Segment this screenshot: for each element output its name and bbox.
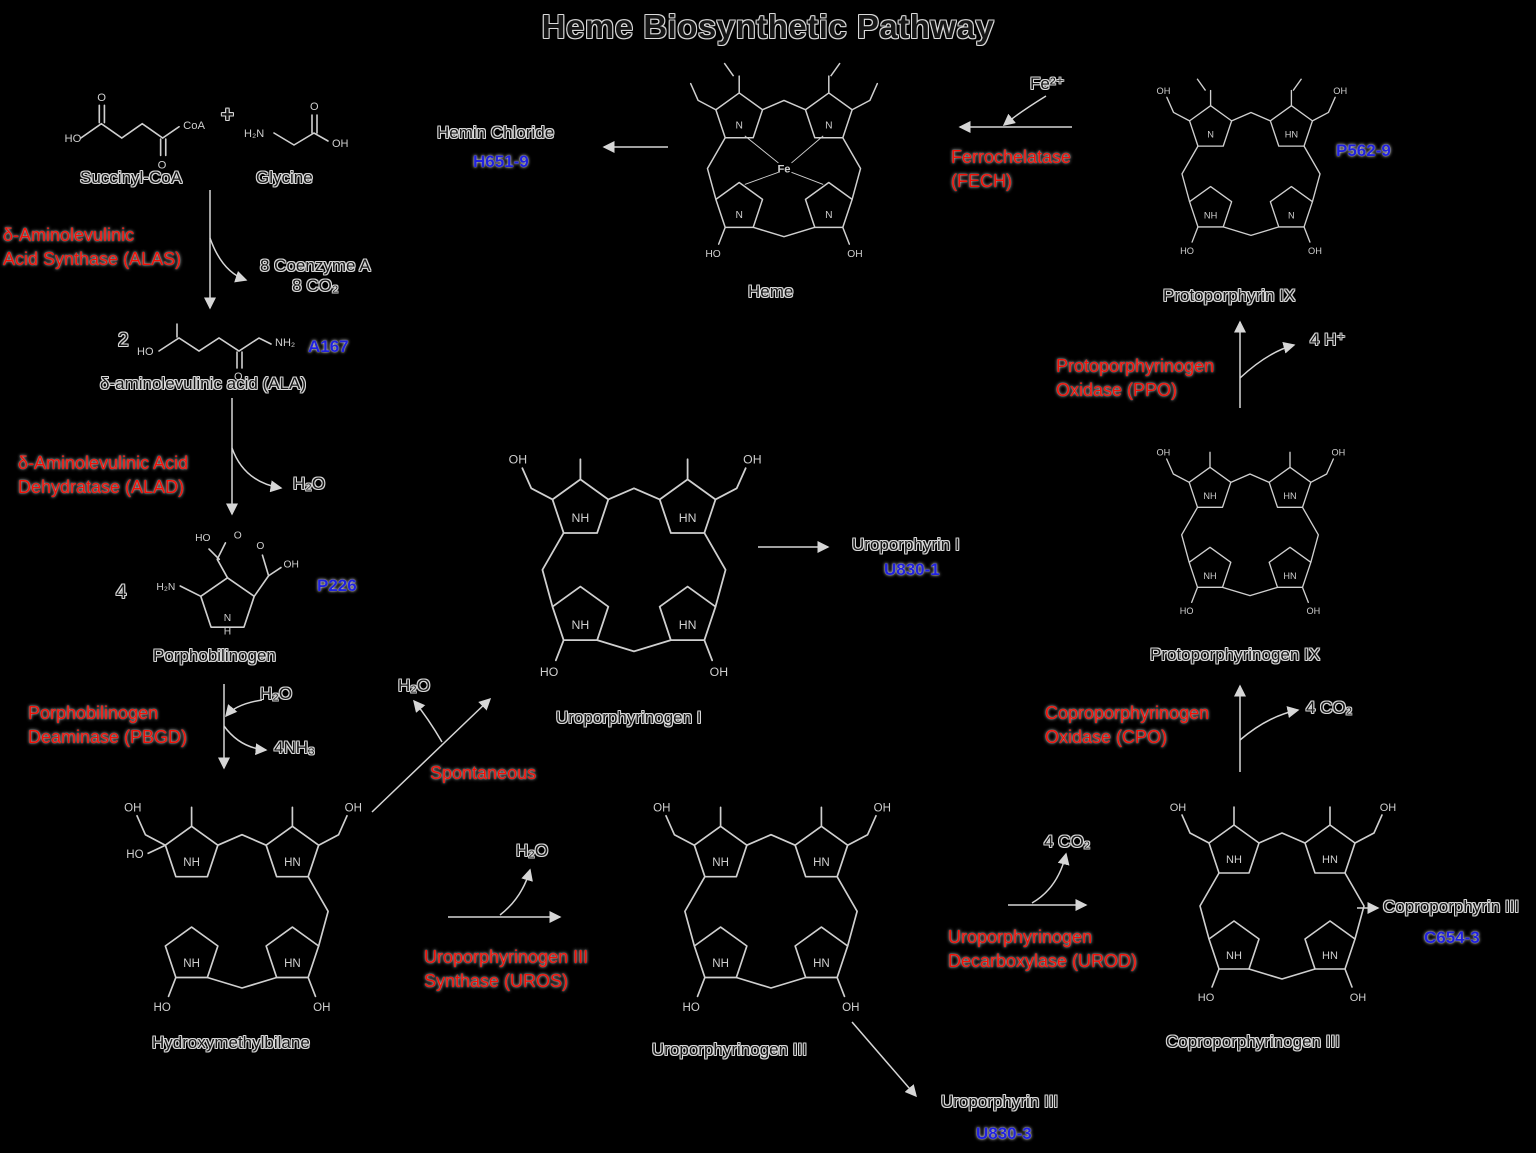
catalog-ala: A167 (308, 337, 349, 356)
catalog-protoporphyrin-ix: P562-9 (1336, 141, 1391, 160)
arrow-ppo (1234, 320, 1296, 408)
coefficient-porphobilinogen: 4 (116, 582, 127, 603)
structure-heme (662, 50, 906, 274)
page-title: Heme Biosynthetic Pathway (541, 8, 995, 45)
arrow-urod (1008, 852, 1088, 911)
cofactor-spontaneous-h2o: H₂O (398, 676, 431, 695)
label-uroporphyrinogen-i: Uroporphyrinogen I (556, 708, 702, 727)
arrow-cpo (1234, 684, 1300, 772)
label-hydroxymethylbilane: Hydroxymethylbilane (152, 1033, 310, 1052)
label-heme: Heme (748, 282, 794, 301)
cofactor-cpo-co2: 4 CO₂ (1306, 698, 1353, 717)
label-hemin-chloride: Hemin Chloride (437, 123, 555, 142)
cofactor-urod-co2: 4 CO₂ (1044, 832, 1091, 851)
structure-protoporphyrinogen-ix (1150, 420, 1350, 638)
enzyme-cpo: Coproporphyrinogen Oxidase (CPO) (1045, 703, 1210, 747)
label-glycine: Glycine (256, 168, 313, 187)
arrow-alad (226, 398, 283, 516)
label-succinyl-coa: Succinyl-CoA (80, 168, 183, 187)
cofactor-alad-h2o: H₂O (293, 474, 326, 493)
structure-hydroxymethylbilane (108, 778, 376, 1030)
arrow-uroporphyrin-iii (851, 1021, 917, 1098)
catalog-porphobilinogen: P226 (317, 576, 357, 595)
arrow-fech (958, 95, 1072, 133)
label-uroporphyrin-iii: Uroporphyrin III (941, 1092, 1059, 1111)
label-porphobilinogen: Porphobilinogen (153, 646, 276, 665)
enzyme-alad: δ-Aminolevulinic Acid Dehydratase (ALAD) (18, 453, 189, 497)
catalog-coproporphyrin-iii: C654-3 (1424, 928, 1480, 947)
plus-sign: + (221, 102, 234, 127)
cofactor-pbgd-h2o: H₂O (260, 684, 293, 703)
cofactor-uros-h2o: H₂O (516, 841, 549, 860)
structure-porphobilinogen (135, 518, 320, 652)
arrow-spontaneous (371, 697, 492, 813)
structure-protoporphyrin-ix (1150, 58, 1352, 278)
catalog-uroporphyrin-i: U830-1 (884, 560, 940, 579)
enzyme-urod: Uroporphyrinogen Decarboxylase (UROD) (948, 927, 1138, 971)
cofactor-fech-fe: Fe²⁺ (1030, 74, 1065, 93)
enzyme-fech: Ferrochelatase (FECH) (951, 147, 1072, 191)
cofactor-pbgd-nh3: 4NH₃ (274, 738, 315, 757)
enzyme-spontaneous: Spontaneous (430, 763, 537, 783)
label-uroporphyrinogen-iii: Uroporphyrinogen III (652, 1040, 807, 1059)
enzyme-uros: Uroporphyrinogen III Synthase (UROS) (424, 947, 589, 991)
label-coproporphyrinogen-iii: Coproporphyrinogen III (1166, 1032, 1340, 1051)
structure-glycine (238, 95, 378, 165)
arrow-alas (204, 190, 248, 310)
cofactor-ppo-h: 4 H⁺ (1310, 330, 1346, 349)
coefficient-ala: 2 (118, 330, 129, 351)
arrow-uros (448, 868, 562, 923)
structure-coproporphyrinogen-iii (1162, 775, 1402, 1023)
label-coproporphyrin-iii: Coproporphyrin III (1383, 897, 1520, 916)
arrow-pbgd (218, 684, 268, 770)
label-uroporphyrin-i: Uroporphyrin I (852, 535, 960, 554)
catalog-hemin-chloride: H651-9 (473, 152, 529, 171)
cofactor-alas-products: 8 Coenzyme A 8 CO₂ (260, 256, 371, 295)
catalog-uroporphyrin-iii: U830-3 (976, 1124, 1032, 1143)
label-ala: δ-aminolevulinic acid (ALA) (100, 374, 306, 393)
label-protoporphyrinogen-ix: Protoporphyrinogen IX (1150, 645, 1321, 664)
enzyme-ppo: Protoporphyrinogen Oxidase (PPO) (1056, 356, 1215, 400)
enzyme-alas: δ-Aminolevulinic Acid Synthase (ALAS) (3, 225, 182, 269)
label-protoporphyrin-ix: Protoporphyrin IX (1163, 286, 1296, 305)
enzyme-pbgd: Porphobilinogen Deaminase (PBGD) (28, 703, 188, 747)
structure-uroporphyrinogen-i (498, 428, 770, 696)
structure-uroporphyrinogen-iii (640, 778, 902, 1030)
